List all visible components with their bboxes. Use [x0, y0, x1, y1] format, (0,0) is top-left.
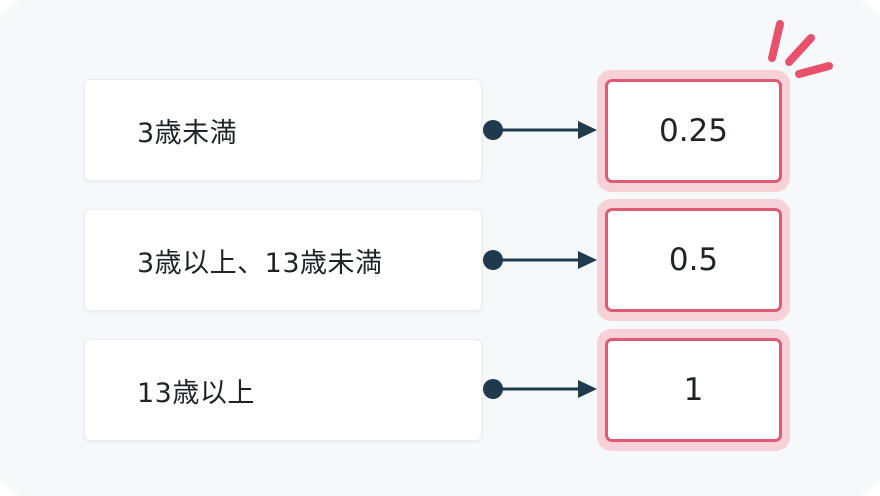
dot-arrow-icon [483, 379, 597, 399]
age-category-label: 3歳以上、13歳未満 [137, 247, 383, 279]
value-halo: 0.25 [597, 70, 790, 192]
value-halo: 1 [597, 329, 790, 451]
coefficient-box: 0.5 [605, 208, 782, 312]
sparkle-icon [768, 20, 833, 78]
dot-arrow-icon [483, 250, 597, 270]
age-category-under-3: 3歳未満 [84, 79, 482, 181]
coefficient-value: 1 [683, 372, 704, 408]
dot-arrow-icon [483, 120, 597, 140]
coefficient-value: 0.5 [668, 242, 719, 278]
coefficient-box: 1 [605, 338, 782, 442]
age-category-label: 3歳未満 [137, 117, 238, 149]
coefficient-value: 0.25 [658, 113, 729, 149]
age-category-3-to-13: 3歳以上、13歳未満 [84, 209, 482, 311]
value-halo: 0.5 [597, 199, 790, 321]
age-category-label: 13歳以上 [137, 377, 255, 409]
age-category-13-and-over: 13歳以上 [84, 339, 482, 441]
coefficient-box: 0.25 [605, 79, 782, 183]
